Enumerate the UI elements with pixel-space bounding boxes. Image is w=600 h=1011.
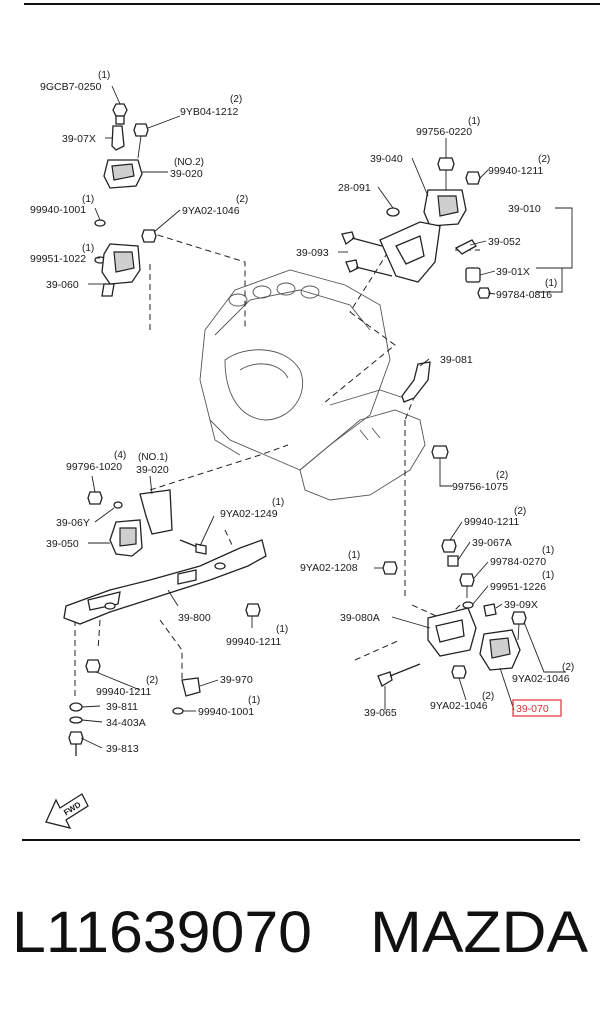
label-no2: (NO.2) bbox=[174, 157, 204, 168]
label-99940-1211-a: 99940-1211 bbox=[488, 165, 543, 177]
qty-99951-1022: (1) bbox=[82, 243, 94, 254]
label-39-050: 39-050 bbox=[46, 538, 79, 550]
label-39-020-b: 39-020 bbox=[136, 464, 169, 476]
label-39-813: 39-813 bbox=[106, 743, 139, 755]
side-mount-assembly bbox=[374, 539, 527, 687]
label-9yb04-1212: 9YB04-1212 bbox=[180, 106, 239, 118]
engine-outline bbox=[199, 269, 426, 501]
qty-9ya02-1046-a: (2) bbox=[236, 194, 248, 205]
label-39-080a: 39-080A bbox=[340, 612, 380, 624]
label-99756-1075: 99756-1075 bbox=[452, 481, 508, 493]
qty-9ya02-1046-b: (2) bbox=[562, 662, 574, 673]
label-39-020-a: 39-020 bbox=[170, 168, 203, 180]
label-99940-1211-d: 99940-1211 bbox=[464, 516, 519, 528]
label-9ya02-1046-a: 9YA02-1046 bbox=[182, 205, 240, 217]
label-39-040: 39-040 bbox=[370, 153, 403, 165]
qty-99756-1075: (2) bbox=[496, 470, 508, 481]
front-mount-assembly bbox=[94, 103, 157, 297]
part-labels: (1) 9GCB7-0250 (2) 9YB04-1212 39-07X (NO… bbox=[30, 70, 574, 755]
qty-9ya02-1249: (1) bbox=[272, 497, 284, 508]
label-28-091: 28-091 bbox=[338, 182, 371, 194]
label-no1: (NO.1) bbox=[138, 452, 168, 463]
label-99940-1211-b: 99940-1211 bbox=[226, 636, 281, 648]
rear-mount-assembly bbox=[341, 157, 491, 478]
label-39-067a: 39-067A bbox=[472, 537, 512, 549]
label-99951-1226: 99951-1226 bbox=[490, 581, 546, 593]
label-39-052: 39-052 bbox=[488, 236, 521, 248]
qty-99940-1001-a: (1) bbox=[82, 194, 94, 205]
qty-99796-1020: (4) bbox=[114, 450, 126, 461]
label-99940-1001-b: 99940-1001 bbox=[198, 706, 254, 718]
highlight-box-39-070 bbox=[512, 699, 562, 717]
qty-9ya02-1046-c: (2) bbox=[482, 691, 494, 702]
label-39-06y: 39-06Y bbox=[56, 517, 90, 529]
qty-99940-1001-b: (1) bbox=[248, 695, 260, 706]
label-99796-1020: 99796-1020 bbox=[66, 461, 122, 473]
qty-99940-1211-d: (2) bbox=[514, 506, 526, 517]
label-34-403a: 34-403A bbox=[106, 717, 146, 729]
label-39-093: 39-093 bbox=[296, 247, 329, 259]
qty-9ya02-1208: (1) bbox=[348, 550, 360, 561]
label-39-065: 39-065 bbox=[364, 707, 397, 719]
qty-99784-0270: (1) bbox=[542, 545, 554, 556]
qty-99940-1211-c: (2) bbox=[146, 675, 158, 686]
label-39-800: 39-800 bbox=[178, 612, 211, 624]
label-39-970: 39-970 bbox=[220, 674, 253, 686]
qty-99784-0816: (1) bbox=[545, 278, 557, 289]
label-39-07x: 39-07X bbox=[62, 133, 96, 145]
qty-99951-1226: (1) bbox=[542, 570, 554, 581]
label-39-09x: 39-09X bbox=[504, 599, 538, 611]
label-9ya02-1208: 9YA02-1208 bbox=[300, 562, 358, 574]
label-39-811: 39-811 bbox=[106, 701, 138, 713]
label-99951-1022: 99951-1022 bbox=[30, 253, 86, 265]
fwd-arrow-icon: FWD bbox=[45, 793, 89, 829]
label-39-060: 39-060 bbox=[46, 279, 79, 291]
label-99940-1211-c: 99940-1211 bbox=[96, 686, 151, 698]
label-9ya02-1249: 9YA02-1249 bbox=[220, 508, 278, 520]
lower-member-assembly bbox=[63, 489, 267, 756]
qty-9yb04: (2) bbox=[230, 94, 242, 105]
label-39-081: 39-081 bbox=[440, 354, 473, 366]
part-number-caption: L11639070 bbox=[12, 900, 312, 965]
brand-caption: MAZDA bbox=[370, 900, 588, 965]
label-9ya02-1046-b: 9YA02-1046 bbox=[512, 673, 570, 685]
label-99784-0816: 99784-0816 bbox=[496, 289, 552, 301]
qty-99756-0220: (1) bbox=[468, 116, 480, 127]
label-39-010: 39-010 bbox=[508, 203, 541, 215]
label-39-070: 39-070 bbox=[516, 703, 549, 715]
qty-99940-1211-a: (2) bbox=[538, 154, 550, 165]
qty-99940-1211-b: (1) bbox=[276, 624, 288, 635]
label-99784-0270: 99784-0270 bbox=[490, 556, 546, 568]
label-9gcb7-0250: 9GCB7-0250 bbox=[40, 81, 101, 93]
qty-9gcb7: (1) bbox=[98, 70, 110, 81]
label-9ya02-1046-c: 9YA02-1046 bbox=[430, 700, 488, 712]
label-99756-0220: 99756-0220 bbox=[416, 126, 472, 138]
label-99940-1001-a: 99940-1001 bbox=[30, 204, 86, 216]
leader-lines bbox=[80, 85, 573, 749]
label-39-01x: 39-01X bbox=[496, 266, 530, 278]
